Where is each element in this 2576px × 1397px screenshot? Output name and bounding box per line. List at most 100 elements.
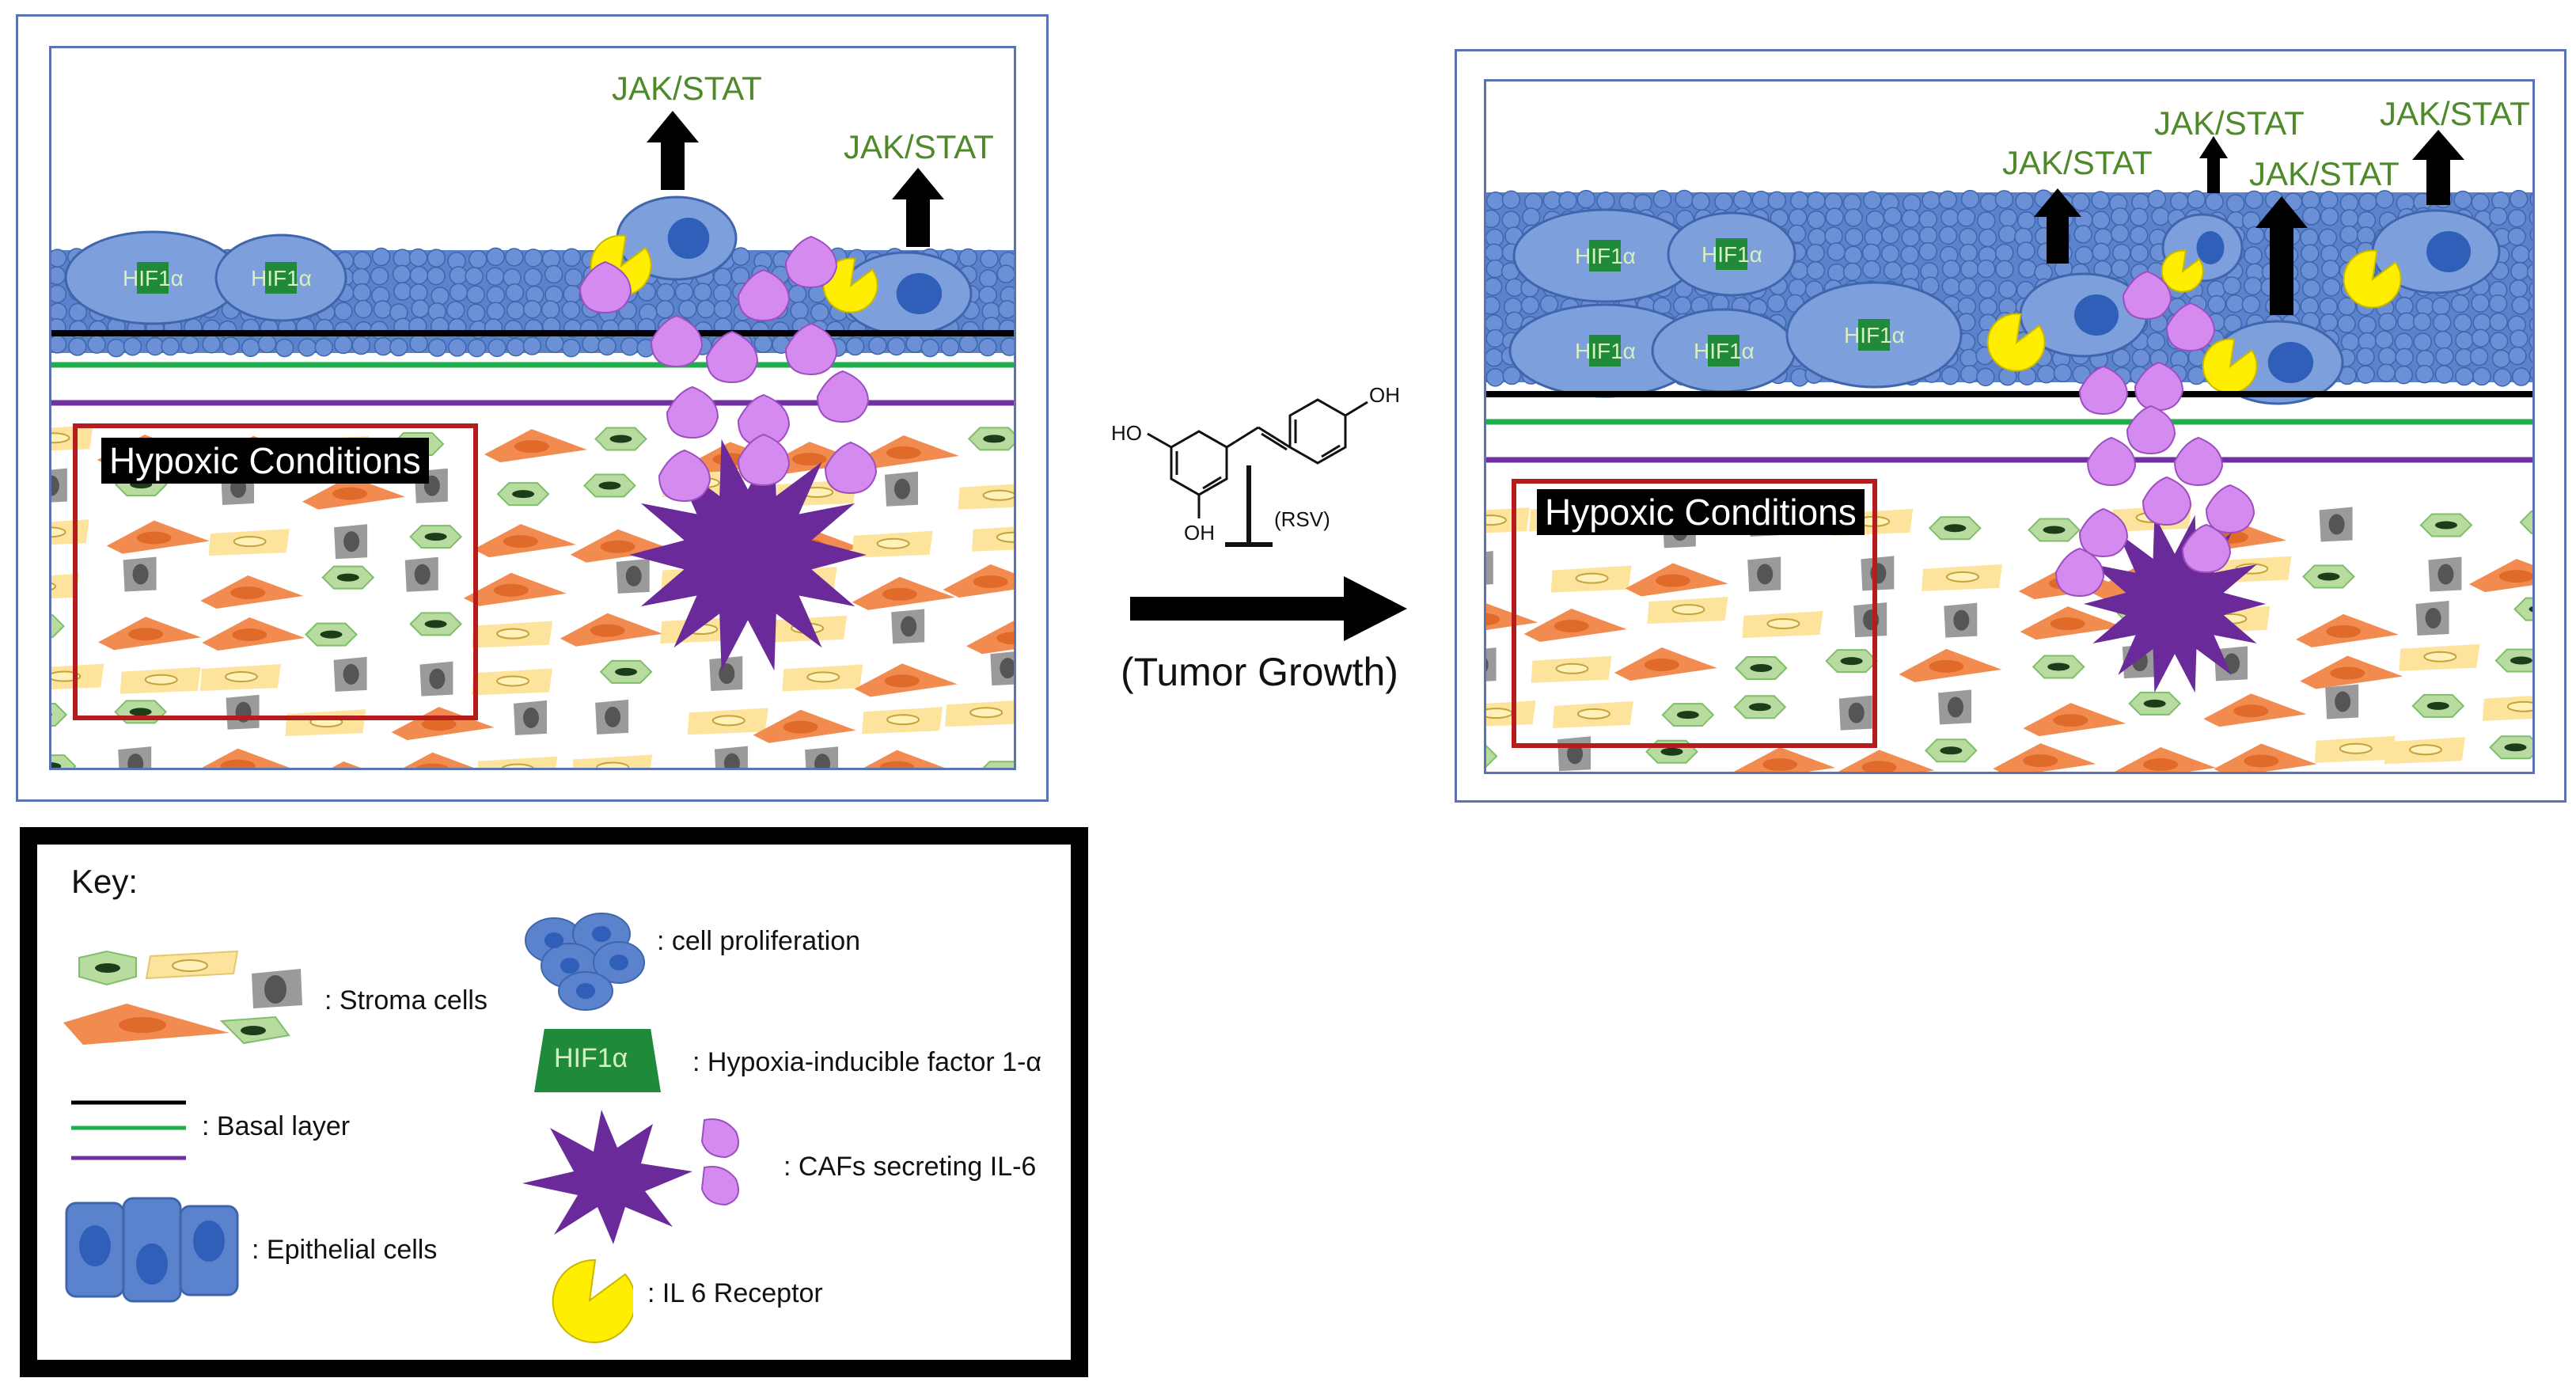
right-proliferating-cell [1486,277,1503,296]
right-stroma-green-nucleus [2529,605,2532,613]
right-proliferating-cell [1767,191,1787,211]
right-stroma-green-nucleus [2510,656,2532,665]
left-stroma-yellow-nucleus [886,714,920,726]
left-stroma-orange-nucleus [514,440,549,454]
left-stroma-orange-nucleus [232,628,267,642]
right-proliferating-cell [2205,192,2224,211]
right-proliferating-cell [2147,189,2167,209]
left-proliferating-cell [562,338,581,358]
left-proliferating-cell [466,285,485,304]
right-proliferating-cell [2415,364,2434,384]
right-stroma-yellow-nucleus [1486,514,1507,526]
right-proliferating-cell [2432,313,2452,332]
right-proliferating-cell [2412,312,2432,332]
left-stroma-gray-nucleus [132,564,149,585]
right-proliferating-cell [1901,209,1921,228]
left-stroma-yellow-nucleus [806,671,840,683]
left-proliferating-cell [712,284,732,303]
left-stroma-yellow-nucleus [144,674,178,685]
right-hif-cell-5-hif [1858,319,1890,351]
left-proliferating-cell [486,247,505,267]
hif-icon [534,1029,661,1092]
left-il6-drop-1 [737,268,791,322]
left-proliferating-cell [564,268,583,287]
right-stroma-orange-nucleus [2233,704,2269,718]
right-proliferating-cell [2434,365,2454,384]
right-proliferating-cell [2508,346,2527,366]
right-proliferating-cell [2397,312,2416,331]
right-proliferating-cell [2529,348,2532,363]
left-proliferating-cell [524,249,543,268]
right-signal-cell-1-nucleus [2074,294,2119,336]
left-hif-cell-1-hif [137,262,169,294]
left-proliferating-cell [978,285,997,305]
left-stroma-gray-nucleus [814,754,831,768]
left-stroma-orange-nucleus [783,720,818,734]
left-caf [629,438,867,671]
right-stroma-yellow-nucleus [1486,708,1513,719]
left-proliferating-cell [598,336,616,356]
left-stroma-green-nucleus [512,490,535,499]
right-proliferating-cell [1862,260,1881,279]
left-stroma-green-nucleus [320,630,343,639]
left-proliferating-cell [980,249,999,268]
left-stroma-orange-nucleus [882,587,917,601]
left-proliferating-cell [544,264,563,284]
right-il6-drop-2 [2122,270,2172,321]
left-proliferating-cell [389,337,408,357]
left-stroma-green [982,761,1014,768]
right-proliferating-cell [2222,276,2241,295]
right-stroma-gray-nucleus [2425,607,2441,628]
right-proliferating-cell [2339,225,2358,245]
right-proliferating-cell [2431,297,2451,316]
right-hypoxic-region [1512,479,1877,748]
right-proliferating-cell [2053,363,2073,383]
left-proliferating-cell [411,299,430,318]
right-proliferating-cell [1789,191,1809,211]
key-hif-label: : Hypoxia-inducible factor 1-α [692,1047,1042,1077]
right-proliferating-cell [2511,245,2530,264]
left-proliferating-cell [810,302,829,322]
right-proliferating-cell [1825,207,1844,226]
left-il6-drop-3 [650,314,704,368]
right-stroma-green-nucleus [1840,657,1863,666]
left-stroma-gray-nucleus [343,531,360,552]
left-proliferating-cell [221,336,241,355]
right-proliferating-cell [1827,263,1846,283]
right-proliferating-cell [2151,207,2170,226]
left-up-arrow-2 [892,168,944,247]
left-proliferating-cell [409,283,428,302]
right-stroma-gray-nucleus [2438,564,2454,585]
right-stroma-green-nucleus [2043,526,2066,534]
left-stroma-gray-nucleus [522,707,539,728]
left-stroma-green-nucleus [51,762,62,768]
right-proliferating-cell [1486,209,1500,229]
right-proliferating-cell [2471,328,2491,348]
right-proliferating-cell [1486,259,1505,279]
left-proliferating-cell [51,266,66,285]
right-proliferating-cell [2321,259,2340,279]
key-cafs-label: : CAFs secreting IL-6 [783,1152,1037,1182]
stroma-cells-icon [63,950,302,1045]
left-proliferating-cell [545,334,564,353]
right-proliferating-cell [1504,311,1524,330]
left-stroma-orange-nucleus [332,487,368,500]
right-proliferating-cell [2395,347,2414,367]
right-proliferating-cell [1959,243,1978,263]
rsv-oh-right-label: OH [1369,383,1400,407]
right-hypoxic-label: Hypoxic Conditions [1537,489,1865,535]
right-proliferating-cell [1997,279,2017,299]
left-proliferating-cell [563,284,582,304]
left-proliferating-cell [51,284,67,304]
right-proliferating-cell [2245,226,2265,245]
left-stroma-orange-nucleus [996,632,1014,645]
left-proliferating-cell [257,334,277,354]
right-stroma-green-nucleus [1750,663,1773,672]
left-proliferating-cell [486,302,506,321]
left-proliferating-cell [485,267,505,287]
left-proliferating-cell [298,338,317,357]
right-proliferating-cell [1998,208,2018,228]
right-proliferating-cell [1978,298,1997,317]
left-stroma-green-nucleus [983,435,1006,443]
right-proliferating-cell [2491,349,2511,369]
